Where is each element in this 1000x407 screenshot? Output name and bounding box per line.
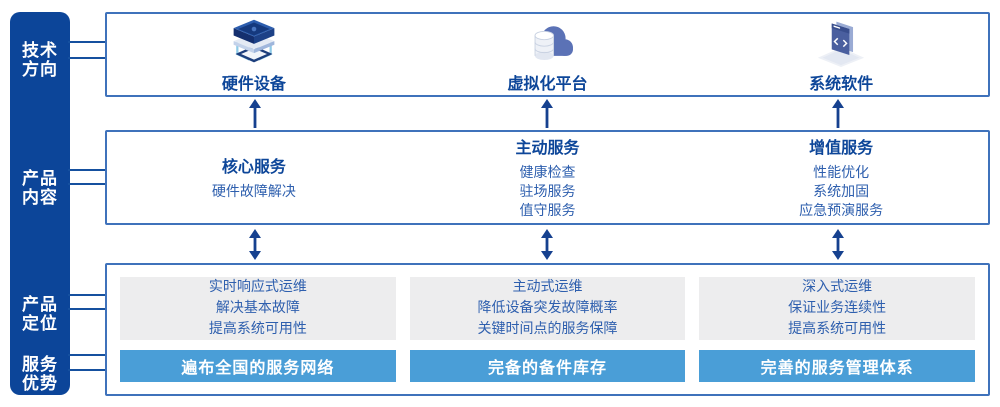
positioning-line: 保证业务连续性 [788,300,887,316]
positioning-col-deep: 深入式运维 保证业务连续性 提高系统可用性 完善的服务管理体系 [699,277,976,382]
positioning-panel: 实时响应式运维 解决基本故障 提高系统可用性 [120,277,396,340]
tech-item-label: 虚拟化平台 [507,74,588,93]
connector-line [68,41,106,43]
advantage-bar: 完善的服务管理体系 [699,350,976,382]
positioning-line: 提高系统可用性 [208,321,307,337]
up-arrow-icon [541,99,553,128]
code-window-icon [810,15,872,67]
service-item: 驻场服务 [519,184,576,200]
service-item: 硬件故障解决 [211,184,296,200]
positioning-col-realtime: 实时响应式运维 解决基本故障 提高系统可用性 遍布全国的服务网络 [120,277,396,382]
service-col-proactive: 主动服务 健康检查 驻场服务 值守服务 [401,132,695,223]
service-col-value-added: 增值服务 性能优化 系统加固 应急预演服务 [694,132,988,223]
connector-line [68,308,106,310]
sidebar-label-product-positioning: 产品 定位 [10,296,70,334]
service-col-core: 核心服务 硬件故障解决 [107,132,401,223]
tech-item-system-software: 系统软件 [694,14,988,95]
service-title: 核心服务 [221,157,286,176]
connector-line [68,183,106,185]
positioning-box: 实时响应式运维 解决基本故障 提高系统可用性 遍布全国的服务网络 主动式运维 降… [105,263,990,396]
connector-line [68,369,106,371]
tech-item-label: 系统软件 [809,74,874,93]
tech-item-virtualization: 虚拟化平台 [401,14,695,95]
positioning-line: 主动式运维 [512,279,583,295]
service-item: 值守服务 [519,203,576,219]
positioning-panel: 深入式运维 保证业务连续性 提高系统可用性 [699,277,976,340]
advantage-bar: 遍布全国的服务网络 [120,350,396,382]
sidebar-label-line: 方向 [22,60,58,80]
positioning-line: 提高系统可用性 [788,321,887,337]
server-stack-icon [223,15,285,67]
positioning-line: 关键时间点的服务保障 [477,321,618,337]
sidebar-label-line: 服务 [22,355,58,375]
sidebar-label-line: 内容 [22,188,58,208]
tech-item-label: 硬件设备 [221,74,286,93]
sidebar-label-line: 技术 [22,41,58,61]
product-content-box: 核心服务 硬件故障解决 主动服务 健康检查 驻场服务 值守服务 增值服务 性能优… [105,130,990,225]
double-arrow-icon [249,229,261,260]
connector-line [68,57,106,59]
sidebar-label-line: 产品 [22,169,58,189]
cloud-database-icon [517,15,579,67]
service-item: 性能优化 [813,165,870,181]
double-arrow-icon [832,229,844,260]
positioning-line: 解决基本故障 [215,300,300,316]
tech-direction-box: 硬件设备 虚拟化平台 [105,12,990,97]
service-item: 应急预演服务 [799,203,884,219]
sidebar-label-line: 优势 [22,374,58,394]
positioning-line: 实时响应式运维 [208,279,307,295]
positioning-line: 深入式运维 [802,279,873,295]
connector-line [68,354,106,356]
up-arrow-icon [249,99,261,128]
sidebar-label-line: 定位 [22,314,58,334]
service-item: 健康检查 [519,165,576,181]
category-sidebar: 技术 方向 产品 内容 产品 定位 服务 优势 [10,12,70,395]
positioning-line: 降低设备突发故障概率 [477,300,618,316]
positioning-panel: 主动式运维 降低设备突发故障概率 关键时间点的服务保障 [409,277,686,340]
service-title: 主动服务 [515,138,580,157]
connector-line [68,169,106,171]
positioning-col-proactive: 主动式运维 降低设备突发故障概率 关键时间点的服务保障 完备的备件库存 [409,277,686,382]
tech-item-hardware: 硬件设备 [107,14,401,95]
sidebar-label-tech-direction: 技术 方向 [10,42,70,80]
connector-line [68,294,106,296]
service-title: 增值服务 [809,138,874,157]
up-arrow-icon [832,99,844,128]
advantage-bar: 完备的备件库存 [409,350,686,382]
service-item: 系统加固 [813,184,870,200]
sidebar-label-line: 产品 [22,295,58,315]
double-arrow-icon [541,229,553,260]
sidebar-label-product-content: 产品 内容 [10,170,70,208]
sidebar-label-service-advantage: 服务 优势 [10,356,70,394]
